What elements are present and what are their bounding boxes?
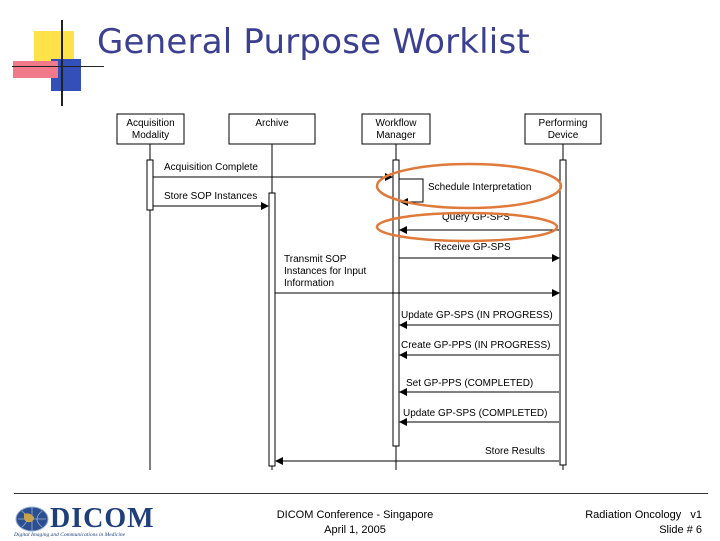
footer-conference-name: DICOM Conference - Singapore: [276, 509, 434, 521]
highlight-schedule-interpretation: [375, 162, 563, 210]
actor-archive-label: Archive: [255, 118, 289, 129]
message-query-gp-sps-label: Query GP-SPS: [442, 212, 510, 223]
message-transmit-line2: Instances for Input: [284, 266, 366, 277]
actor-performing-device-line2: Device: [548, 130, 579, 141]
logo-tagline: Digital Imaging and Communications in Me…: [14, 532, 126, 538]
message-store-results: Store Results: [275, 446, 559, 465]
message-update-sps-in-progress-label: Update GP-SPS (IN PROGRESS): [401, 310, 553, 321]
footer-slide-info: Radiation Oncology v1 Slide # 6: [540, 508, 702, 538]
message-update-sps-in-progress: Update GP-SPS (IN PROGRESS): [399, 310, 559, 329]
message-transmit-line1: Transmit SOP: [284, 254, 347, 265]
message-transmit-sop-instances: Transmit SOP Instances for Input Informa…: [275, 254, 560, 297]
actor-performing-device-line1: Performing: [539, 118, 588, 129]
message-schedule-interpretation: Schedule Interpretation: [399, 178, 531, 206]
message-query-gp-sps: Query GP-SPS: [399, 212, 559, 234]
corner-horizontal-line: [12, 66, 104, 67]
slide-title: General Purpose Worklist: [97, 22, 530, 62]
highlight-query-gp-sps: [375, 211, 559, 243]
message-receive-gp-sps-label: Receive GP-SPS: [434, 242, 511, 253]
actor-acquisition-modality-line2: Modality: [132, 130, 169, 141]
message-acquisition-complete: Acquisition Complete: [153, 162, 393, 181]
message-store-sop-instances-label: Store SOP Instances: [164, 191, 257, 202]
corner-vertical-line: [61, 20, 63, 106]
dicom-logo: DICOM Digital Imaging and Communications…: [12, 503, 162, 541]
message-create-pps-in-progress: Create GP-PPS (IN PROGRESS): [399, 340, 559, 359]
message-receive-gp-sps: Receive GP-SPS: [399, 242, 560, 262]
footer-conference: DICOM Conference - Singapore April 1, 20…: [230, 508, 480, 538]
message-update-sps-completed-label: Update GP-SPS (COMPLETED): [403, 408, 547, 419]
message-schedule-interpretation-label: Schedule Interpretation: [428, 182, 531, 193]
corner-red-bar: [13, 61, 58, 78]
actor-acquisition-modality-line1: Acquisition: [126, 118, 174, 129]
actor-acquisition-modality: Acquisition Modality: [116, 113, 185, 145]
message-store-results-label: Store Results: [485, 446, 545, 457]
message-set-pps-completed: Set GP-PPS (COMPLETED): [399, 378, 559, 396]
message-transmit-line3: Information: [284, 278, 334, 289]
footer-date: April 1, 2005: [324, 524, 386, 536]
actor-archive: Archive: [228, 113, 316, 145]
globe-icon: [15, 506, 49, 532]
actor-performing-device: Performing Device: [524, 113, 602, 145]
activation-workflow-manager: [392, 159, 400, 447]
activation-performing-device: [559, 159, 567, 466]
activation-archive: [268, 192, 276, 467]
actor-workflow-manager-line1: Workflow: [376, 118, 418, 129]
logo-wordmark: DICOM: [50, 503, 155, 534]
sequence-diagram: Acquisition Modality Archive Workflow Ma…: [116, 113, 602, 470]
footer-topic: Radiation Oncology v1: [585, 509, 702, 521]
activation-acquisition-modality: [146, 159, 154, 211]
message-store-sop-instances: Store SOP Instances: [153, 191, 269, 210]
footer-divider: [14, 493, 708, 494]
actor-workflow-manager-line2: Manager: [376, 130, 416, 141]
message-update-sps-completed: Update GP-SPS (COMPLETED): [399, 408, 559, 426]
message-set-pps-completed-label: Set GP-PPS (COMPLETED): [406, 378, 533, 389]
message-create-pps-in-progress-label: Create GP-PPS (IN PROGRESS): [401, 340, 550, 351]
message-acquisition-complete-label: Acquisition Complete: [164, 162, 258, 173]
footer-slide-number: Slide # 6: [659, 524, 702, 536]
actor-workflow-manager: Workflow Manager: [361, 113, 431, 145]
